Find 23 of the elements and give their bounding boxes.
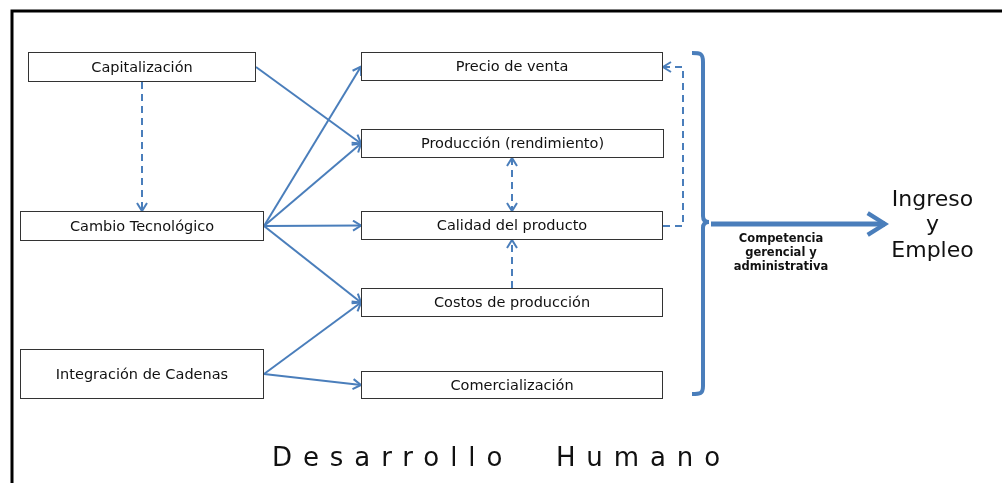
bracket — [692, 50, 711, 398]
arrow — [263, 301, 362, 375]
process-box: Comercialización — [361, 371, 663, 399]
dashed-arrow — [506, 239, 518, 289]
dashed-arrow — [136, 81, 148, 212]
process-box: Precio de venta — [361, 52, 663, 81]
process-box: Producción (rendimiento) — [361, 129, 664, 158]
footer-title: Desarrollo Humano — [272, 442, 732, 472]
arrow — [263, 373, 362, 391]
process-box: Capitalización — [28, 52, 256, 82]
process-box: Integración de Cadenas — [20, 349, 264, 399]
dashed-arrow — [506, 157, 518, 212]
arrow — [263, 142, 362, 227]
dashed-arrow — [662, 61, 684, 227]
arrow — [263, 225, 362, 304]
arrow — [263, 65, 363, 227]
process-box: Cambio Tecnológico — [20, 211, 264, 241]
arrow — [255, 66, 362, 145]
process-box: Calidad del producto — [361, 211, 663, 240]
arrow — [263, 219, 362, 232]
outcome-text: Ingreso y Empleo — [885, 178, 980, 270]
process-box: Costos de producción — [361, 288, 663, 317]
thick-arrow — [711, 211, 888, 237]
